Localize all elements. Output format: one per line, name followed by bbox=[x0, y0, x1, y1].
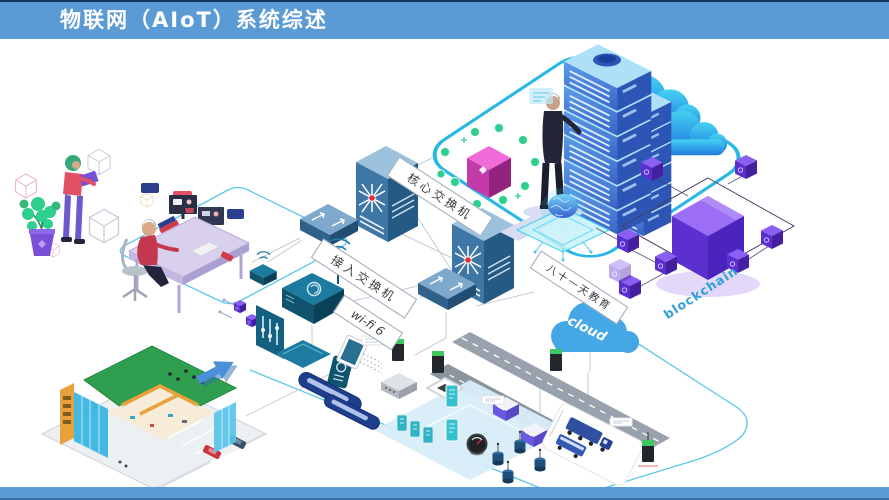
meter-icons bbox=[396, 414, 434, 444]
smart-building bbox=[40, 345, 268, 491]
gray-router-icon bbox=[381, 373, 417, 399]
device-platform bbox=[374, 380, 568, 480]
circuit-trace-icons bbox=[218, 298, 259, 328]
title-bar: 物联网（AIoT）系统综述 bbox=[0, 2, 889, 39]
capsule-buses bbox=[298, 371, 380, 430]
gateway-device-icon bbox=[638, 432, 658, 467]
charger-icon bbox=[432, 351, 444, 373]
access-switch-1-icon bbox=[299, 203, 359, 247]
data-molecule-icon bbox=[436, 123, 540, 209]
car-icon bbox=[202, 445, 222, 459]
control-panel-icon bbox=[256, 305, 284, 359]
wifi-ap-icon bbox=[249, 251, 277, 286]
blockchain-network bbox=[595, 154, 796, 300]
wifi-router-icon bbox=[282, 238, 351, 324]
ai-zone bbox=[432, 42, 741, 262]
sitting-person bbox=[121, 219, 179, 301]
phone-icon bbox=[445, 384, 459, 408]
up-arrow-icon bbox=[196, 361, 238, 388]
ai-brain-icon bbox=[515, 188, 611, 262]
blockchain-cube-icon bbox=[672, 196, 744, 280]
slide-title: 物联网（AIoT）系统综述 bbox=[60, 8, 328, 32]
gauge-icon bbox=[466, 433, 488, 456]
sensor-icon bbox=[502, 460, 514, 484]
cloud-shape bbox=[551, 302, 639, 353]
printer-icon bbox=[521, 423, 547, 447]
phone-icon bbox=[445, 418, 459, 442]
top-border bbox=[0, 0, 889, 2]
pad-device-icon bbox=[275, 340, 331, 368]
charger-icon bbox=[550, 349, 562, 371]
monitor-icon bbox=[169, 195, 197, 219]
floating-ui-panel bbox=[529, 88, 553, 104]
potted-plant bbox=[19, 197, 61, 256]
core-switch-1-icon bbox=[355, 145, 419, 243]
vehicle-card bbox=[542, 403, 658, 486]
tablet-icon bbox=[336, 334, 368, 370]
footer-bar bbox=[0, 487, 889, 500]
hatch-dots bbox=[359, 351, 383, 374]
standing-person bbox=[61, 155, 99, 244]
desk-workstation bbox=[121, 183, 251, 313]
sensor-icon bbox=[534, 448, 546, 472]
